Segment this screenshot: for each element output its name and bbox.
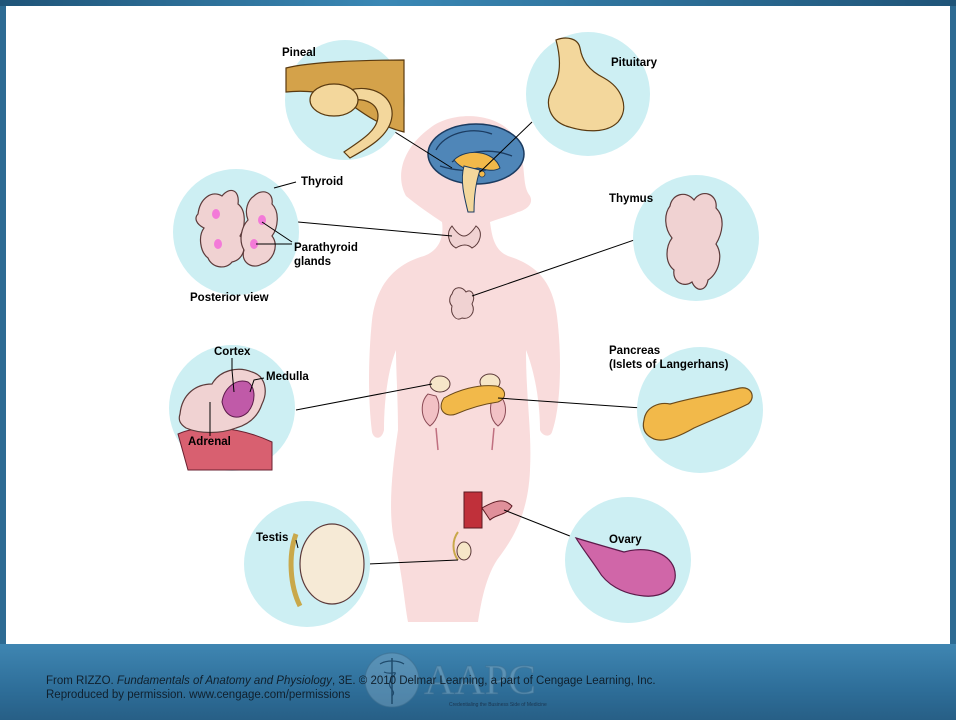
credit-prefix: From RIZZO. (46, 675, 117, 687)
credit-book-title: Fundamentals of Anatomy and Physiology (117, 675, 332, 687)
credit-suffix: , 3E. © 2010 Delmar Learning, a part of … (332, 675, 656, 687)
credit-line-2: Reproduced by permission. www.cengage.co… (46, 688, 656, 702)
logo-tagline: Credentialing the Business Side of Medic… (449, 702, 547, 708)
credit-line-1: From RIZZO. Fundamentals of Anatomy and … (46, 674, 656, 688)
source-credit: From RIZZO. Fundamentals of Anatomy and … (46, 674, 656, 702)
